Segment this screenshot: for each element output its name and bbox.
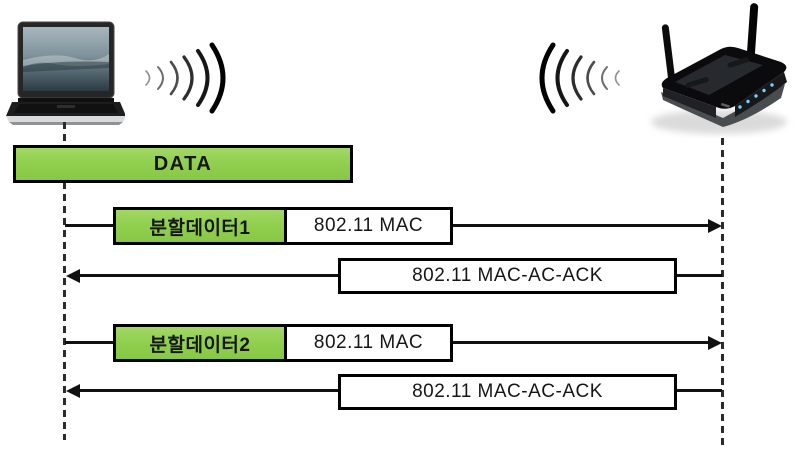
fragment1-label: 분할데이터1 [149,217,251,239]
receiver-lifeline [721,138,724,445]
data-box-label: DATA [153,152,213,175]
ack1-line-right [677,274,722,277]
message2-line-left [65,341,115,344]
arrowhead-right-icon [708,218,722,233]
ack2-line-left [78,389,338,392]
data-box: DATA [13,145,353,183]
message1-line-left [65,224,115,227]
wifi-waves-icon [145,42,226,114]
ack2-box: 802.11 MAC-AC-ACK [338,374,677,410]
sender-lifeline [63,122,66,440]
mac-header1-box: 802.11 MAC [284,207,453,245]
laptop-icon [6,21,125,125]
ack2-line-right [677,389,722,392]
wifi-waves-icon [539,42,620,114]
arrowhead-right-icon [708,335,722,350]
arrowhead-left-icon [66,383,80,398]
ack1-line-left [78,274,338,277]
ack1-label: 802.11 MAC-AC-ACK [412,265,603,286]
mac-header2-box: 802.11 MAC [284,324,453,362]
fragment2-box: 분할데이터2 [113,324,287,362]
message2-line-right [453,341,710,344]
message1-line-right [453,224,710,227]
ack1-box: 802.11 MAC-AC-ACK [338,258,677,294]
arrowhead-left-icon [66,268,80,283]
ack2-label: 802.11 MAC-AC-ACK [412,381,603,402]
mac-header1-label: 802.11 MAC [313,215,424,236]
mac-header2-label: 802.11 MAC [313,332,424,353]
fragment1-box: 분할데이터1 [113,207,287,245]
fragment2-label: 분할데이터2 [149,334,251,356]
wireless-router-icon [651,3,787,134]
